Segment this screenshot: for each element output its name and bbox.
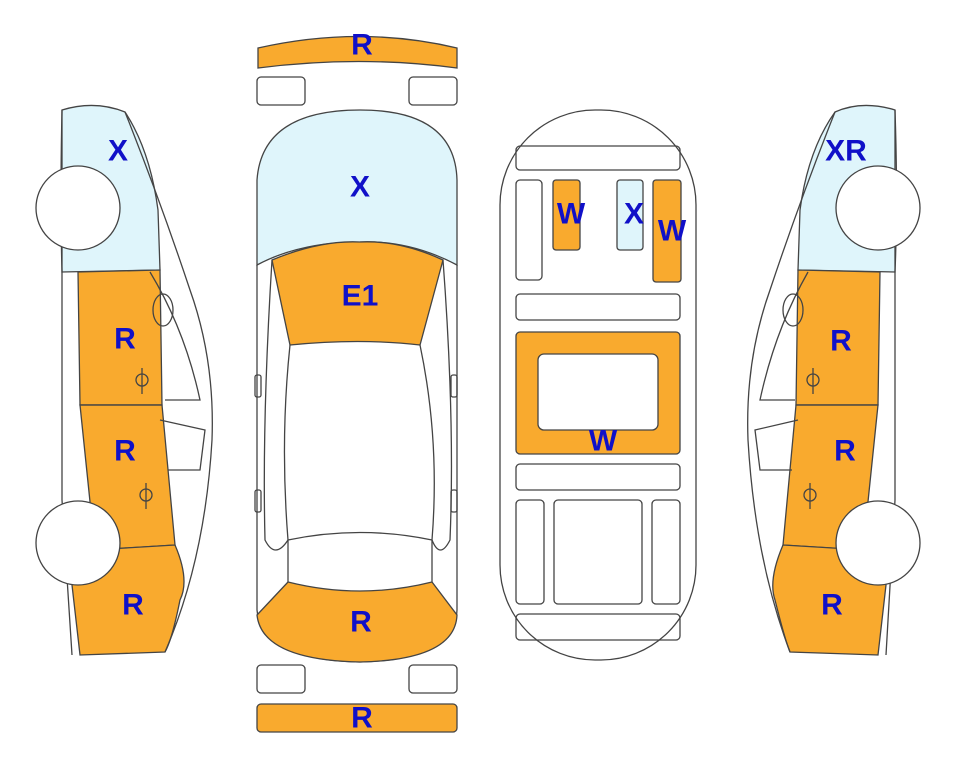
trunk-label: R	[350, 606, 372, 639]
right-rear-door-label: R	[834, 435, 856, 468]
left-front-door-label: R	[114, 323, 136, 356]
front-bumper-panel[interactable]	[257, 35, 458, 69]
front-left-light	[256, 76, 306, 106]
front-right-light	[408, 76, 458, 106]
floor-front-center-panel[interactable]	[616, 179, 644, 251]
floor-front-left-panel[interactable]	[552, 179, 581, 251]
top-view: R X E1 R R	[254, 29, 458, 735]
frame-outline	[499, 109, 697, 661]
right-front-door-label: R	[830, 325, 852, 358]
floor-middle-label: W	[589, 425, 618, 458]
left-front-wheel	[35, 165, 121, 251]
right-front-wheel	[835, 165, 921, 251]
trunk-panel[interactable]	[256, 581, 458, 663]
roof-front-panel[interactable]	[271, 241, 444, 346]
floor-front-center-label: X	[624, 198, 644, 231]
floor-front-right-panel[interactable]	[652, 179, 682, 283]
floor-front-left-label: W	[557, 198, 586, 231]
rear-bumper-panel[interactable]	[256, 703, 458, 733]
left-rear-wheel	[35, 500, 121, 586]
right-fender-label: XR	[825, 135, 867, 168]
right-rear-wheel	[835, 500, 921, 586]
hood-label: X	[350, 171, 370, 204]
left-fender-label: X	[108, 135, 128, 168]
roof-front-label: E1	[342, 280, 379, 313]
front-bumper-label: R	[351, 29, 373, 62]
rear-right-light	[408, 664, 458, 694]
rear-left-light	[256, 664, 306, 694]
right-side-view: XR R R R	[747, 104, 921, 656]
left-rear-door-label: R	[114, 435, 136, 468]
floor-front-right-label: W	[658, 215, 687, 248]
left-side-view: X R R R	[35, 104, 213, 656]
right-quarter-label: R	[821, 589, 843, 622]
left-quarter-label: R	[122, 589, 144, 622]
rear-bumper-label: R	[351, 702, 373, 735]
frame-view: W X W W	[499, 109, 697, 661]
